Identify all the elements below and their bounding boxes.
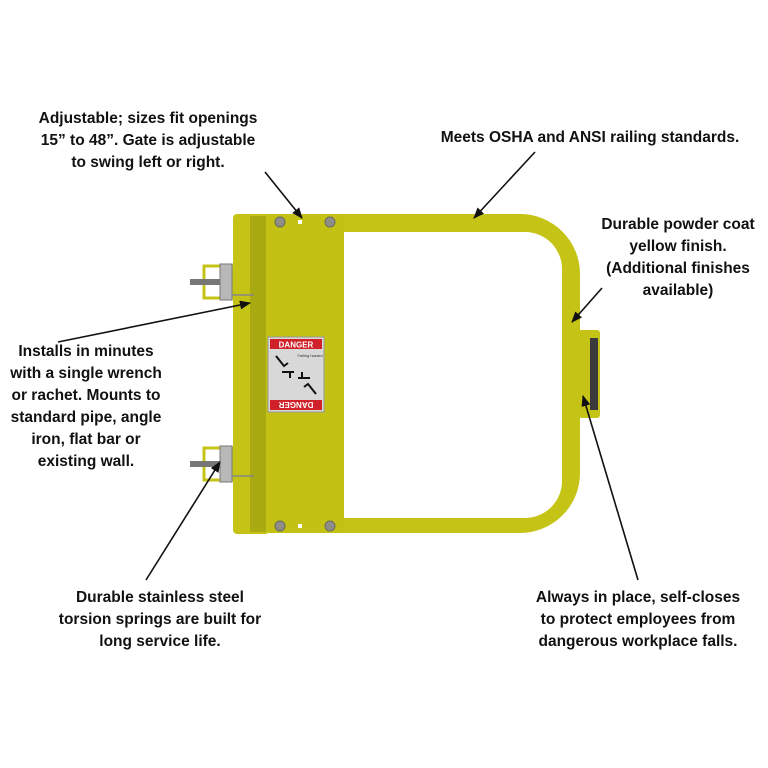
latch-grip — [590, 338, 598, 410]
danger-label: DANGER Falling hazard DANGER — [267, 336, 325, 413]
callout-line: to protect employees from — [540, 611, 736, 628]
callout-line: to swing left or right. — [71, 154, 225, 171]
callout-finish: Durable powder coat yellow finish. (Additi… — [601, 214, 754, 302]
callout-line: iron, flat bar or — [31, 431, 141, 448]
callout-arrows — [57, 151, 639, 581]
callout-self-closing: Always in place, self-closes to protect e… — [536, 587, 740, 653]
torsion-spring-top — [190, 263, 254, 301]
danger-subtitle: Falling hazard — [297, 353, 322, 358]
arrow-adjustable — [264, 171, 303, 219]
callout-line: with a single wrench — [10, 365, 162, 382]
callout-adjustable: Adjustable; sizes fit openings 15” to 48”… — [39, 108, 258, 174]
callout-install: Installs in minutes with a single wrench o… — [10, 341, 162, 473]
callout-line: or rachet. Mounts to — [11, 387, 161, 404]
callout-line: yellow finish. — [629, 238, 727, 255]
callout-line: Adjustable; sizes fit openings — [38, 110, 258, 127]
hinge-plate-shadow — [250, 216, 268, 532]
callout-line: Meets OSHA and ANSI railing standards. — [440, 129, 740, 146]
callout-springs: Durable stainless steel torsion springs a… — [59, 587, 261, 653]
callout-line: Always in place, self-closes — [535, 589, 741, 606]
callout-line: torsion springs are built for — [58, 611, 262, 628]
callout-line: dangerous workplace falls. — [538, 633, 738, 650]
arrow-install — [57, 300, 252, 343]
callout-line: Durable stainless steel — [75, 589, 244, 606]
bolts — [274, 216, 336, 532]
arrow-standards — [473, 151, 536, 219]
callout-standards: Meets OSHA and ANSI railing standards. — [441, 127, 740, 149]
callout-line: Durable powder coat — [601, 216, 755, 233]
torsion-spring-bottom — [190, 445, 254, 483]
danger-header: DANGER — [279, 341, 314, 350]
arrow-springs — [145, 461, 221, 581]
arrow-self-closing — [581, 394, 639, 581]
callout-line: existing wall. — [37, 453, 135, 470]
callout-line: long service life. — [99, 633, 221, 650]
callout-line: (Additional finishes — [606, 260, 750, 277]
callout-line: standard pipe, angle — [10, 409, 162, 426]
callout-line: 15” to 48”. Gate is adjustable — [40, 132, 256, 149]
callout-line: available) — [642, 282, 714, 299]
arrow-finish — [571, 287, 603, 323]
callout-line: Installs in minutes — [18, 343, 154, 360]
danger-header-inverted: DANGER — [278, 400, 313, 409]
